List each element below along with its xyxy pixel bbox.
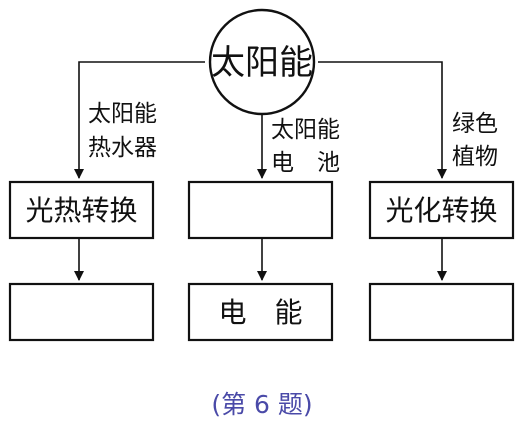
middle-top-box [187, 180, 334, 240]
right-bottom-box [368, 282, 515, 342]
middle-path-label-line-2: 电 池 [271, 150, 340, 176]
left-bottom-box [8, 282, 155, 342]
connector-right [318, 61, 447, 179]
figure-caption: (第 6 题) [211, 390, 312, 419]
right-top-box [368, 180, 515, 240]
left-top-box-label: 光热转换 [25, 194, 137, 227]
left-top-box [8, 180, 155, 240]
middle-bottom-box [187, 282, 334, 342]
middle-bottom-box-label: 电 能 [218, 296, 302, 329]
right-path-label-line-1: 绿色 [452, 111, 498, 137]
center-node-circle [208, 8, 316, 116]
middle-path-label-line-1: 太阳能 [271, 117, 340, 143]
right-path-label-line-2: 植物 [452, 144, 498, 170]
connector-left [74, 61, 205, 179]
right-top-box-label: 光化转换 [385, 194, 497, 227]
left-path-label-line-2: 热水器 [88, 135, 157, 161]
center-node-label: 太阳能 [211, 43, 313, 83]
left-path-label-line-1: 太阳能 [88, 101, 157, 127]
